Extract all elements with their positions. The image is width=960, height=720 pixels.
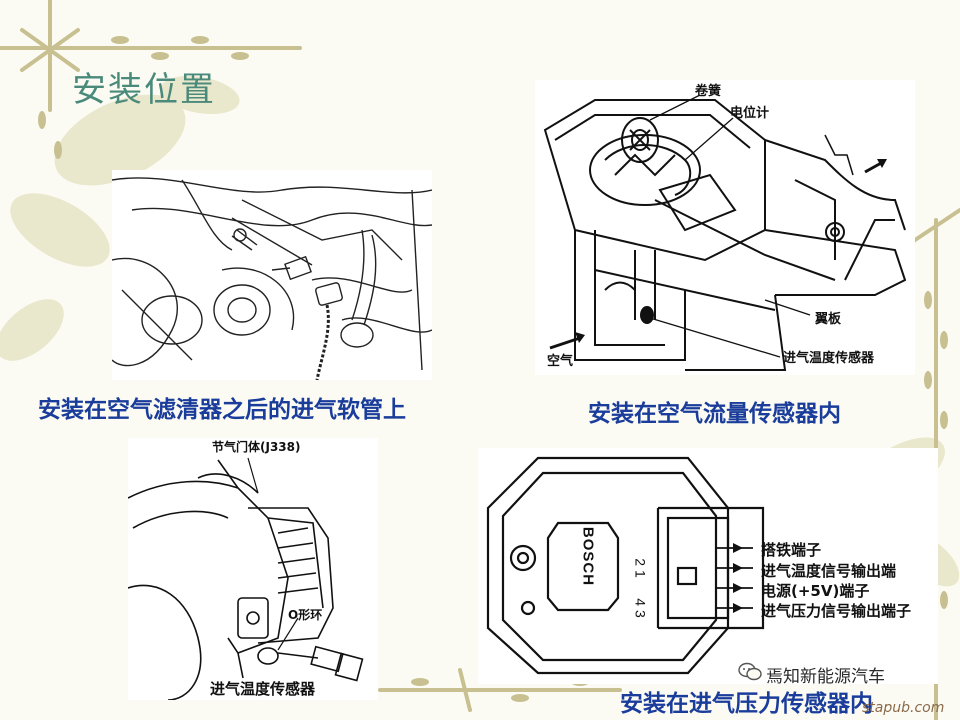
label-throttle-body: 节气门体(J338) bbox=[212, 440, 301, 454]
airflow-meter-drawing bbox=[543, 94, 907, 371]
brand-bosch: BOSCH bbox=[579, 526, 597, 587]
pin-numbers-top: 2 1 bbox=[632, 558, 649, 578]
throttle-body-drawing bbox=[128, 457, 364, 700]
panel-airflow-meter: 卷簧 电位计 翼板 进气温度传感器 空气 bbox=[535, 80, 915, 375]
label-o-ring: O形环 bbox=[288, 608, 323, 622]
label-spring: 卷簧 bbox=[695, 84, 722, 99]
label-ground-terminal: 搭铁端子 bbox=[761, 541, 822, 559]
engine-bay-drawing bbox=[112, 177, 432, 380]
label-temp-signal-output: 进气温度信号输出端 bbox=[761, 562, 897, 580]
panel-map-sensor: BOSCH 2 1 4 3 搭铁端子 进气温度信号输出端 电源(+5V)端子 进… bbox=[478, 448, 938, 684]
panel-intake-hose bbox=[112, 170, 432, 380]
wechat-icon bbox=[738, 662, 762, 682]
label-power-terminal: 电源(+5V)端子 bbox=[761, 582, 870, 600]
panel-throttle-body: 节气门体(J338) O形环 进气温度传感器 bbox=[128, 438, 378, 700]
slide-title: 安装位置 bbox=[72, 70, 216, 110]
label-pressure-signal-output: 进气压力信号输出端子 bbox=[761, 602, 912, 620]
watermark-account: 焉知新能源汽车 bbox=[766, 667, 885, 687]
caption-map-sensor: 安装在进气压力传感器内 bbox=[620, 690, 873, 717]
label-intake-temp-sensor-2: 进气温度传感器 bbox=[210, 680, 316, 698]
label-potentiometer: 电位计 bbox=[730, 106, 770, 121]
caption-intake-hose: 安装在空气滤清器之后的进气软管上 bbox=[38, 396, 406, 423]
pin-numbers-bottom: 4 3 bbox=[632, 598, 649, 618]
label-air: 空气 bbox=[547, 354, 574, 369]
watermark-url: stapub.com bbox=[862, 700, 945, 716]
map-sensor-drawing bbox=[486, 456, 765, 675]
label-intake-temp-sensor-1: 进气温度传感器 bbox=[783, 351, 875, 366]
label-flap: 翼板 bbox=[815, 312, 842, 327]
caption-airflow-meter: 安装在空气流量传感器内 bbox=[588, 400, 841, 427]
